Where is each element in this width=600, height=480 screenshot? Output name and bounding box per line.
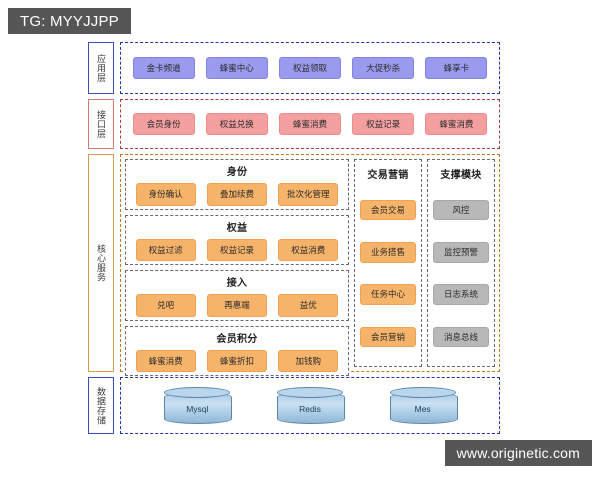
core-item-chip[interactable]: 权益记录 bbox=[206, 238, 267, 261]
core-column-support-modules: 支撑模块 风控 监控预警 日志系统 消息总线 bbox=[427, 159, 495, 367]
api-item-chip[interactable]: 会员身份 bbox=[132, 112, 195, 136]
layer-data-storage: 数据存储 Mysql Redis Mes bbox=[88, 377, 500, 434]
layer-application: 应用层 金卡频道 蜂蜜中心 权益领取 大促秒杀 蜂享卡 bbox=[88, 42, 500, 94]
core-group-title: 接入 bbox=[226, 278, 248, 289]
core-group-chips: 权益过滤 权益记录 权益消费 bbox=[128, 238, 346, 261]
core-item-chip[interactable]: 再惠端 bbox=[206, 294, 267, 317]
core-column-title: 交易营销 bbox=[367, 170, 409, 181]
core-group-chips: 兑吧 再惠端 益优 bbox=[128, 294, 346, 317]
cylinder-top-icon bbox=[389, 386, 456, 398]
core-item-chip[interactable]: 批次化管理 bbox=[278, 183, 339, 206]
core-item-chip[interactable]: 叠加续费 bbox=[206, 183, 267, 206]
core-column-item-chip[interactable]: 业务搭售 bbox=[360, 242, 416, 263]
layer-body-core-services: 身份 身份确认 叠加续费 批次化管理 权益 权益过滤 权益记录 权益消费 bbox=[120, 154, 500, 376]
core-item-chip[interactable]: 权益过滤 bbox=[135, 238, 196, 261]
app-item-chip[interactable]: 蜂蜜中心 bbox=[205, 56, 268, 80]
core-item-chip[interactable]: 蜂蜜消费 bbox=[135, 349, 196, 372]
watermark-top: TG: MYYJJPP bbox=[8, 8, 131, 34]
core-column-item-chip[interactable]: 任务中心 bbox=[360, 284, 416, 305]
core-group-identity: 身份 身份确认 叠加续费 批次化管理 bbox=[125, 159, 349, 210]
cylinder-top-icon bbox=[276, 386, 343, 398]
layer-label-data-storage: 数据存储 bbox=[88, 377, 114, 434]
layer-label-interface: 接口层 bbox=[88, 99, 114, 149]
application-chip-row: 金卡频道 蜂蜜中心 权益领取 大促秒杀 蜂享卡 bbox=[121, 43, 499, 93]
database-label: Mysql bbox=[186, 403, 209, 414]
core-column-title: 支撑模块 bbox=[440, 170, 482, 181]
core-item-chip[interactable]: 益优 bbox=[278, 294, 339, 317]
core-column-trade-marketing: 交易营销 会员交易 业务搭售 任务中心 会员营销 bbox=[354, 159, 422, 367]
interface-chip-row: 会员身份 权益兑换 蜂蜜消费 权益记录 蜂蜜消费 bbox=[121, 100, 499, 148]
api-item-chip[interactable]: 蜂蜜消费 bbox=[425, 112, 488, 136]
core-group-title: 权益 bbox=[226, 222, 248, 234]
support-item-chip[interactable]: 监控预警 bbox=[433, 242, 489, 263]
core-item-chip[interactable]: 兑吧 bbox=[135, 294, 196, 317]
watermark-bottom: www.originetic.com bbox=[444, 440, 592, 466]
api-item-chip[interactable]: 权益记录 bbox=[352, 112, 415, 136]
database-cylinder-mysql[interactable]: Mysql bbox=[164, 386, 233, 425]
database-cylinder-redis[interactable]: Redis bbox=[276, 386, 345, 425]
database-label: Redis bbox=[299, 403, 321, 414]
core-group-access: 接入 兑吧 再惠端 益优 bbox=[125, 270, 349, 321]
database-label: Mes bbox=[414, 403, 431, 414]
core-group-chips: 身份确认 叠加续费 批次化管理 bbox=[128, 183, 346, 206]
app-item-chip[interactable]: 金卡频道 bbox=[132, 56, 195, 80]
layer-label-core-services: 核心服务 bbox=[88, 154, 114, 372]
support-item-chip[interactable]: 日志系统 bbox=[433, 284, 489, 305]
layer-body-application: 金卡频道 蜂蜜中心 权益领取 大促秒杀 蜂享卡 bbox=[120, 42, 500, 94]
app-item-chip[interactable]: 权益领取 bbox=[278, 56, 341, 80]
layer-body-interface: 会员身份 权益兑换 蜂蜜消费 权益记录 蜂蜜消费 bbox=[120, 99, 500, 149]
core-item-chip[interactable]: 加钱购 bbox=[278, 349, 339, 372]
database-cylinder-mes[interactable]: Mes bbox=[389, 386, 458, 425]
architecture-diagram: 应用层 金卡频道 蜂蜜中心 权益领取 大促秒杀 蜂享卡 接口层 会员身份 权益兑… bbox=[88, 42, 500, 434]
core-group-rights: 权益 权益过滤 权益记录 权益消费 bbox=[125, 214, 349, 265]
api-item-chip[interactable]: 蜂蜜消费 bbox=[278, 112, 341, 136]
core-column-chips: 会员交易 业务搭售 任务中心 会员营销 bbox=[357, 189, 419, 358]
core-group-title: 会员积分 bbox=[216, 333, 258, 345]
core-group-member-points: 会员积分 蜂蜜消费 蜂蜜折扣 加钱购 bbox=[125, 325, 349, 376]
cylinder-top-icon bbox=[164, 386, 231, 398]
layer-core-services: 核心服务 身份 身份确认 叠加续费 批次化管理 权益 权益过滤 权益记录 bbox=[88, 154, 500, 376]
core-group-title: 身份 bbox=[226, 167, 248, 178]
support-item-chip[interactable]: 消息总线 bbox=[433, 326, 489, 348]
core-column-chips: 风控 监控预警 日志系统 消息总线 bbox=[430, 189, 492, 358]
core-column-item-chip[interactable]: 会员营销 bbox=[360, 326, 416, 348]
core-item-chip[interactable]: 蜂蜜折扣 bbox=[206, 349, 267, 372]
app-item-chip[interactable]: 大促秒杀 bbox=[352, 56, 415, 80]
core-item-chip[interactable]: 身份确认 bbox=[135, 183, 196, 206]
support-item-chip[interactable]: 风控 bbox=[433, 199, 489, 221]
app-item-chip[interactable]: 蜂享卡 bbox=[425, 56, 488, 80]
core-group-chips: 蜂蜜消费 蜂蜜折扣 加钱购 bbox=[128, 349, 346, 372]
layer-label-application: 应用层 bbox=[88, 42, 114, 94]
layer-body-data-storage: Mysql Redis Mes bbox=[120, 377, 500, 434]
core-item-chip[interactable]: 权益消费 bbox=[278, 238, 339, 261]
api-item-chip[interactable]: 权益兑换 bbox=[205, 112, 268, 136]
core-groups-column: 身份 身份确认 叠加续费 批次化管理 权益 权益过滤 权益记录 权益消费 bbox=[125, 159, 349, 376]
core-column-item-chip[interactable]: 会员交易 bbox=[360, 199, 416, 221]
layer-interface: 接口层 会员身份 权益兑换 蜂蜜消费 权益记录 蜂蜜消费 bbox=[88, 99, 500, 149]
